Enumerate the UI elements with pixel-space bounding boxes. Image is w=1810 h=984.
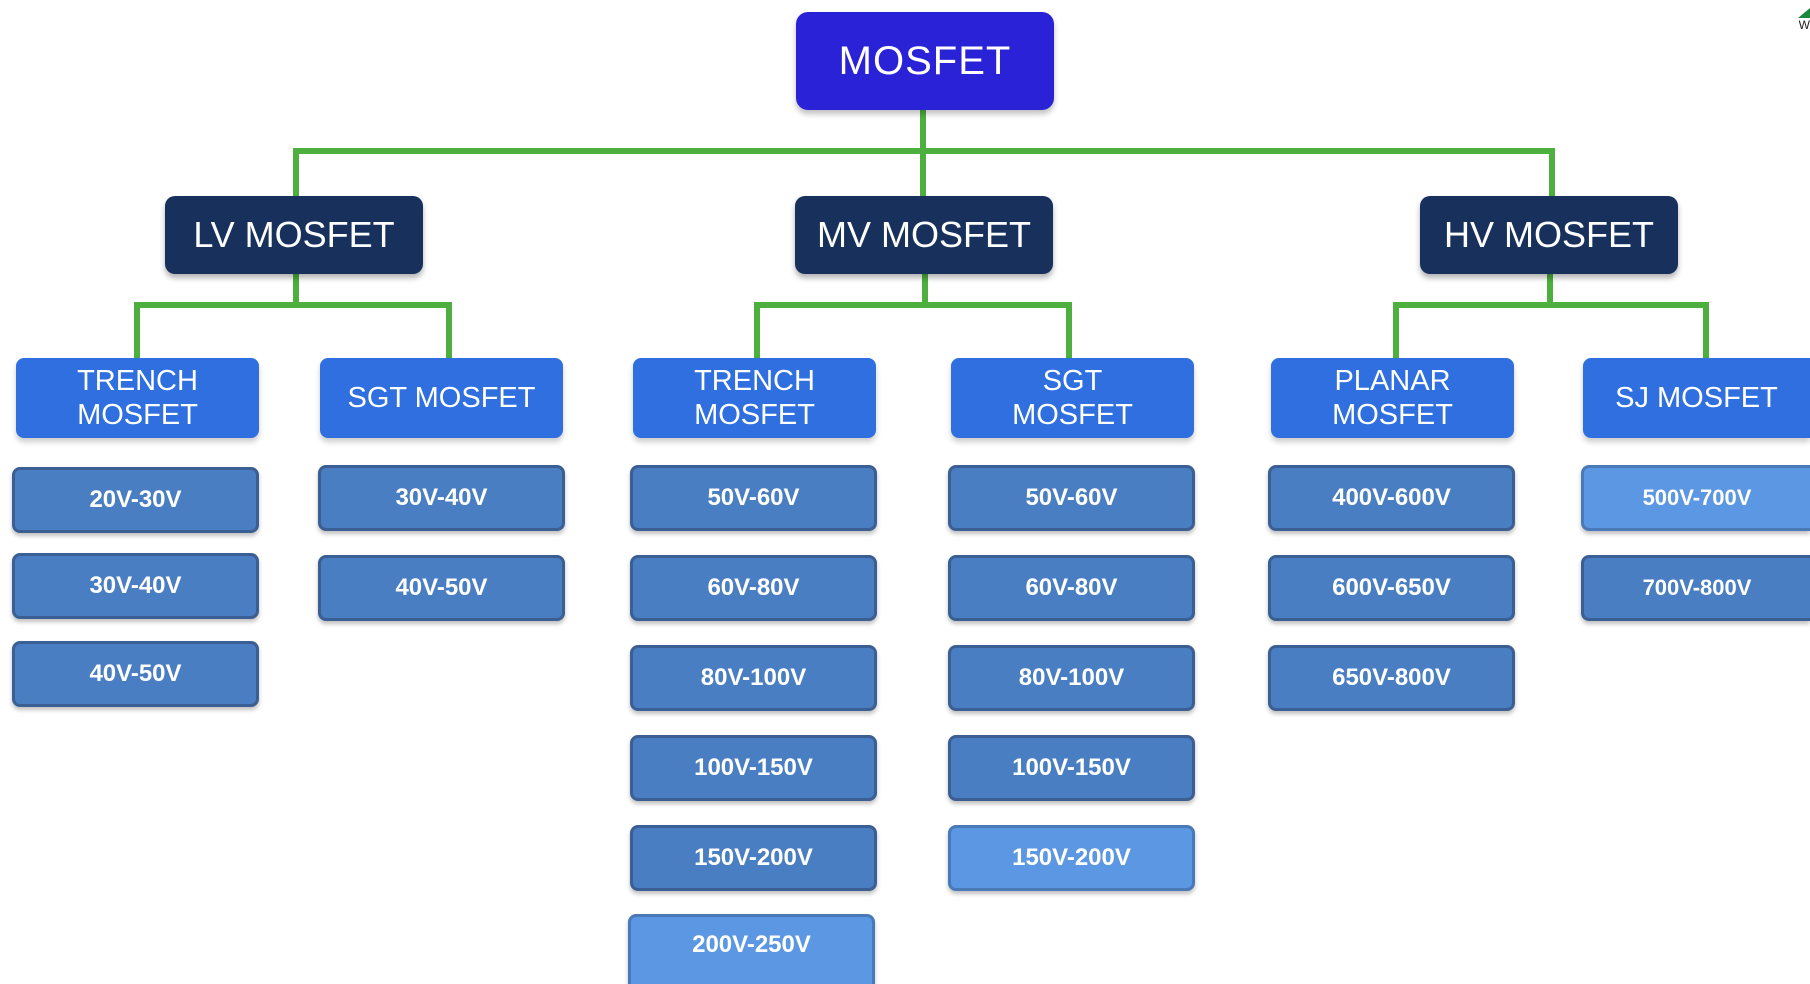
level2-node-label: PLANAR MOSFET (1332, 365, 1453, 431)
range-box: 50V-60V (630, 465, 877, 531)
level2-node-mv-sgt: SGT MOSFET (951, 358, 1194, 438)
connector-lv-stem (293, 272, 299, 308)
logo-mark-icon: W (1796, 8, 1810, 32)
range-label: 50V-60V (1025, 484, 1118, 511)
level2-node-label: TRENCH MOSFET (77, 365, 198, 431)
range-label: 700V-800V (1642, 575, 1752, 600)
level2-node-label: SJ MOSFET (1615, 382, 1778, 414)
level2-node-lv-trench: TRENCH MOSFET (16, 358, 259, 438)
range-box: 30V-40V (12, 553, 259, 619)
range-label: 30V-40V (89, 572, 182, 599)
connector-hv-planar-drop (1393, 302, 1399, 358)
range-label: 40V-50V (395, 574, 488, 601)
level1-node-mv: MV MOSFET (795, 196, 1053, 274)
range-label: 80V-100V (700, 664, 807, 691)
range-box: 650V-800V (1268, 645, 1515, 711)
range-label: 80V-100V (1018, 664, 1125, 691)
range-box: 150V-200V (630, 825, 877, 891)
connector-level1-bar (293, 148, 1555, 154)
range-box: 600V-650V (1268, 555, 1515, 621)
level1-node-hv: HV MOSFET (1420, 196, 1678, 274)
range-box: 100V-150V (630, 735, 877, 801)
range-label: 650V-800V (1332, 664, 1451, 691)
range-box: 500V-700V (1581, 465, 1810, 531)
connector-lv-drop (293, 148, 299, 198)
range-label: 100V-150V (1012, 754, 1131, 781)
range-label: 100V-150V (694, 754, 813, 781)
range-box: 400V-600V (1268, 465, 1515, 531)
connector-lv-bar (134, 302, 452, 308)
range-label: 40V-50V (89, 660, 182, 687)
range-label: 50V-60V (707, 484, 800, 511)
range-label: 200V-250V (692, 930, 811, 958)
range-box: 50V-60V (948, 465, 1195, 531)
connector-lv-trench-drop (134, 302, 140, 358)
connector-mv-stem (922, 272, 928, 308)
range-box: 80V-100V (630, 645, 877, 711)
range-box: 20V-30V (12, 467, 259, 533)
range-label: 150V-200V (1012, 844, 1131, 871)
range-label: 60V-80V (707, 574, 800, 601)
range-box: 40V-50V (12, 641, 259, 707)
range-box: 80V-100V (948, 645, 1195, 711)
level2-node-hv-planar: PLANAR MOSFET (1271, 358, 1514, 438)
connector-hv-sj-drop (1703, 302, 1709, 358)
root-node-label: MOSFET (838, 38, 1012, 83)
root-node: MOSFET (796, 12, 1054, 110)
connector-mv-trench-drop (754, 302, 760, 358)
level2-node-label: SGT MOSFET (1012, 365, 1133, 431)
range-label: 60V-80V (1025, 574, 1118, 601)
level1-node-lv: LV MOSFET (165, 196, 423, 274)
range-box: 150V-200V (948, 825, 1195, 891)
range-box: 40V-50V (318, 555, 565, 621)
level1-node-label: MV MOSFET (817, 214, 1031, 255)
range-box: 100V-150V (948, 735, 1195, 801)
connector-lv-sgt-drop (446, 302, 452, 358)
range-label: 30V-40V (395, 484, 488, 511)
connector-hv-stem (1547, 272, 1553, 308)
range-box: 200V-250V (628, 914, 875, 984)
range-box: 60V-80V (948, 555, 1195, 621)
level2-node-label: SGT MOSFET (347, 382, 536, 414)
range-label: 400V-600V (1332, 484, 1451, 511)
connector-hv-drop (1549, 148, 1555, 198)
connector-hv-bar (1393, 302, 1709, 308)
connector-mv-bar (754, 302, 1072, 308)
range-box: 30V-40V (318, 465, 565, 531)
level2-node-hv-sj: SJ MOSFET (1583, 358, 1810, 438)
range-box: 700V-800V (1581, 555, 1810, 621)
range-label: 600V-650V (1332, 574, 1451, 601)
level2-node-mv-trench: TRENCH MOSFET (633, 358, 876, 438)
logo-triangle-icon (1798, 8, 1810, 18)
level1-node-label: HV MOSFET (1443, 214, 1654, 255)
range-box: 60V-80V (630, 555, 877, 621)
level2-node-label: TRENCH MOSFET (694, 365, 815, 431)
level1-node-label: LV MOSFET (193, 214, 395, 255)
range-label: 150V-200V (694, 844, 813, 871)
range-label: 500V-700V (1642, 485, 1752, 510)
level2-node-lv-sgt: SGT MOSFET (320, 358, 563, 438)
range-label: 20V-30V (89, 486, 182, 513)
connector-mv-sgt-drop (1066, 302, 1072, 358)
logo-text: W (1798, 18, 1810, 32)
